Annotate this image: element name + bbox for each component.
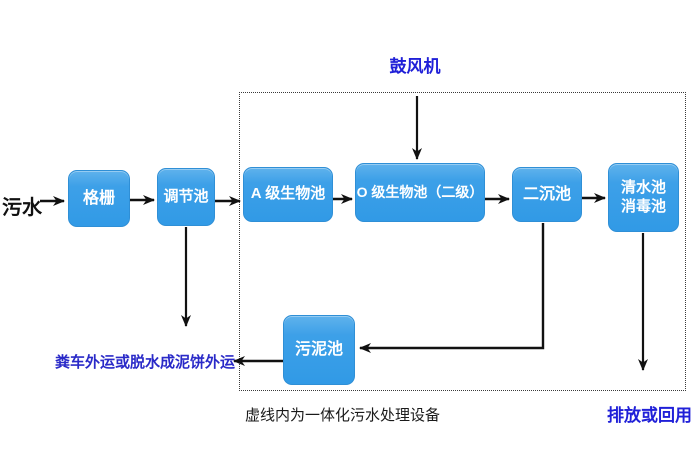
node-sludge-tank: 污泥池	[283, 315, 355, 385]
node-secondary-sedimentation-tank: 二沉池	[512, 167, 582, 222]
node-secondary-sedimentation-tank-label: 二沉池	[522, 185, 571, 203]
boundary-caption: 虚线内为一体化污水处理设备	[245, 407, 441, 424]
node-a-bio-tank-label: A 级生物池	[250, 185, 326, 203]
node-o-bio-tank: O 级生物池（二级）	[355, 163, 485, 222]
discharge-label: 排放或回用	[607, 406, 692, 425]
node-regulating-tank: 调节池	[157, 168, 215, 226]
node-a-bio-tank: A 级生物池	[243, 167, 333, 222]
node-o-bio-tank-label: O 级生物池（二级）	[356, 183, 484, 200]
node-sludge-tank-label: 污泥池	[294, 341, 343, 358]
blower-label: 鼓风机	[389, 57, 441, 76]
node-disinfection-tank-label: 消毒池	[620, 197, 666, 215]
sludge-disposal-label: 粪车外运或脱水成泥饼外运	[55, 354, 236, 371]
node-clear-water-disinfection-tank: 清水池 消毒池	[608, 163, 679, 232]
integrated-equipment-dashed-boundary	[239, 92, 686, 391]
node-clear-water-tank-label: 清水池	[620, 178, 666, 196]
arrow-sed-to-sludge	[359, 223, 545, 353]
node-regulating-tank-label: 调节池	[163, 187, 209, 205]
node-grid: 格栅	[68, 170, 130, 227]
source-label: 污水	[2, 197, 42, 219]
node-grid-label: 格栅	[82, 189, 115, 207]
